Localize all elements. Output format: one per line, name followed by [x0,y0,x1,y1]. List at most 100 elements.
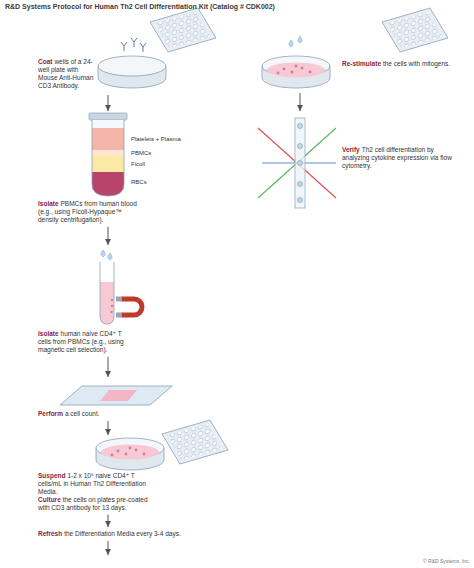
centrifuge-tube [89,113,127,198]
flow-cytometer [295,118,305,208]
protocol-step: Isolatehuman naive CD4⁺ T cells from PBM… [38,246,130,356]
reagent-drops [101,250,112,260]
flow-arrow [108,95,109,111]
flow-cytometer [258,118,336,208]
test-tube [110,311,112,313]
flow-arrow [108,227,109,245]
action-verb: Suspend [38,472,65,479]
action-verb: Coat [38,58,52,65]
protocol-step: IsolatePBMCs from human blood (e.g., usi… [38,112,138,226]
protocol-step: Performa cell count. [38,378,178,420]
magnet [116,297,122,302]
well-plate-icon [382,8,448,52]
flow-arrow [108,357,109,377]
culture-dish [98,56,166,88]
reagent-drops [108,253,112,260]
centrifuge-tube [90,150,126,156]
well-plate-icon [162,420,228,464]
culture-dish [98,56,166,88]
step-text: Refreshthe Differentiation Media every 3… [38,530,258,538]
step-paragraph: VerifyTh2 cell differentiation by analyz… [342,146,455,170]
protocol-step: Suspend1-2 x 10⁵ naive CD4⁺ T cells/mL i… [38,436,168,514]
action-verb: Refresh [38,530,62,537]
magnet [121,299,142,315]
step-paragraph: IsolatePBMCs from human blood (e.g., usi… [38,200,138,224]
centrifuge-tube [92,120,124,196]
step-text: Re-stimulatethe cells with mitogens. [342,60,455,68]
step-paragraph: Suspend1-2 x 10⁵ naive CD4⁺ T cells/mL i… [38,472,156,496]
flow-arrow [108,515,109,527]
test-tube [98,262,116,326]
action-verb: Perform [38,410,63,417]
step-text: Suspend1-2 x 10⁵ naive CD4⁺ T cells/mL i… [38,472,156,512]
step-text: Performa cell count. [38,410,178,418]
step-paragraph: Culturethe cells on plates pre-coated wi… [38,496,156,512]
centrifuge-tube [90,172,126,198]
step-paragraph: Refreshthe Differentiation Media every 3… [38,530,258,538]
flow-cytometer [298,198,303,203]
well-plate-icon [162,420,228,464]
culture-dish [101,445,159,460]
reagent-drops [289,36,302,47]
reagent-drops [298,36,302,43]
action-verb: Isolate [38,200,59,207]
flow-arrow [300,93,301,111]
hemocytometer-slide [60,386,172,405]
step-text: IsolatePBMCs from human blood (e.g., usi… [38,200,138,224]
flow-cytometer [298,182,303,187]
continue-arrow [108,541,109,555]
antibody-symbol [131,38,137,47]
flow-cytometer [298,144,303,149]
test-tube [100,262,114,324]
step-description: the Differentiation Media every 3-4 days… [64,530,181,537]
protocol-step: Re-stimulatethe cells with mitogens. [250,36,455,92]
protocol-step: Coatwells of a 24-well plate with Mouse … [38,36,166,94]
layer-label: Ficoll [131,161,145,168]
culture-dish [262,56,330,88]
reagent-drops [289,40,293,47]
centrifuge-tube [89,113,127,120]
hemocytometer-slide [60,386,172,405]
step-description: the cells with mitogens. [383,60,450,67]
antibody-symbol [121,38,146,52]
step-text: Isolatehuman naive CD4⁺ T cells from PBM… [38,330,130,354]
well-plate-icon [382,8,448,52]
layer-label: Platelets + Plasma [131,136,181,143]
flow-cytometer [298,124,303,203]
centrifuge-tube [90,120,126,198]
magnet [116,313,122,318]
test-tube [111,299,113,301]
action-verb: Re-stimulate [342,60,381,67]
culture-dish [96,438,164,470]
diagram-title: R&D Systems Protocol for Human Th2 Cell … [5,3,275,10]
layer-label: RBCs [131,179,147,186]
step-paragraph: Re-stimulatethe cells with mitogens. [342,60,455,68]
protocol-step: VerifyTh2 cell differentiation by analyz… [250,112,455,212]
step-description: a cell count. [65,410,100,417]
centrifuge-tube [90,128,126,150]
flow-cytometer [298,124,303,129]
step-paragraph: Coatwells of a 24-well plate with Mouse … [38,58,96,90]
action-verb: Isolate [38,330,59,337]
antibody-symbol [140,43,146,52]
step-paragraph: Performa cell count. [38,410,178,418]
reagent-drops [101,250,105,257]
well-plate-icon [150,8,216,52]
step-text: Coatwells of a 24-well plate with Mouse … [38,58,96,90]
layer-label: PBMCs [131,150,151,157]
hemocytometer-slide [100,390,137,401]
centrifuge-tube [90,120,126,128]
step-paragraph: Isolatehuman naive CD4⁺ T cells from PBM… [38,330,130,354]
action-verb: Culture [38,496,61,503]
flow-arrow [108,421,109,435]
culture-dish [96,438,164,470]
magnet [116,297,142,318]
test-tube [111,305,113,307]
copyright-note: © R&D Systems, Inc. [423,559,470,565]
well-plate-icon [150,8,216,52]
antibody-symbol [121,42,127,51]
culture-dish [267,63,325,78]
action-verb: Verify [342,146,360,153]
flow-cytometer [298,161,303,166]
culture-dish [262,56,330,88]
